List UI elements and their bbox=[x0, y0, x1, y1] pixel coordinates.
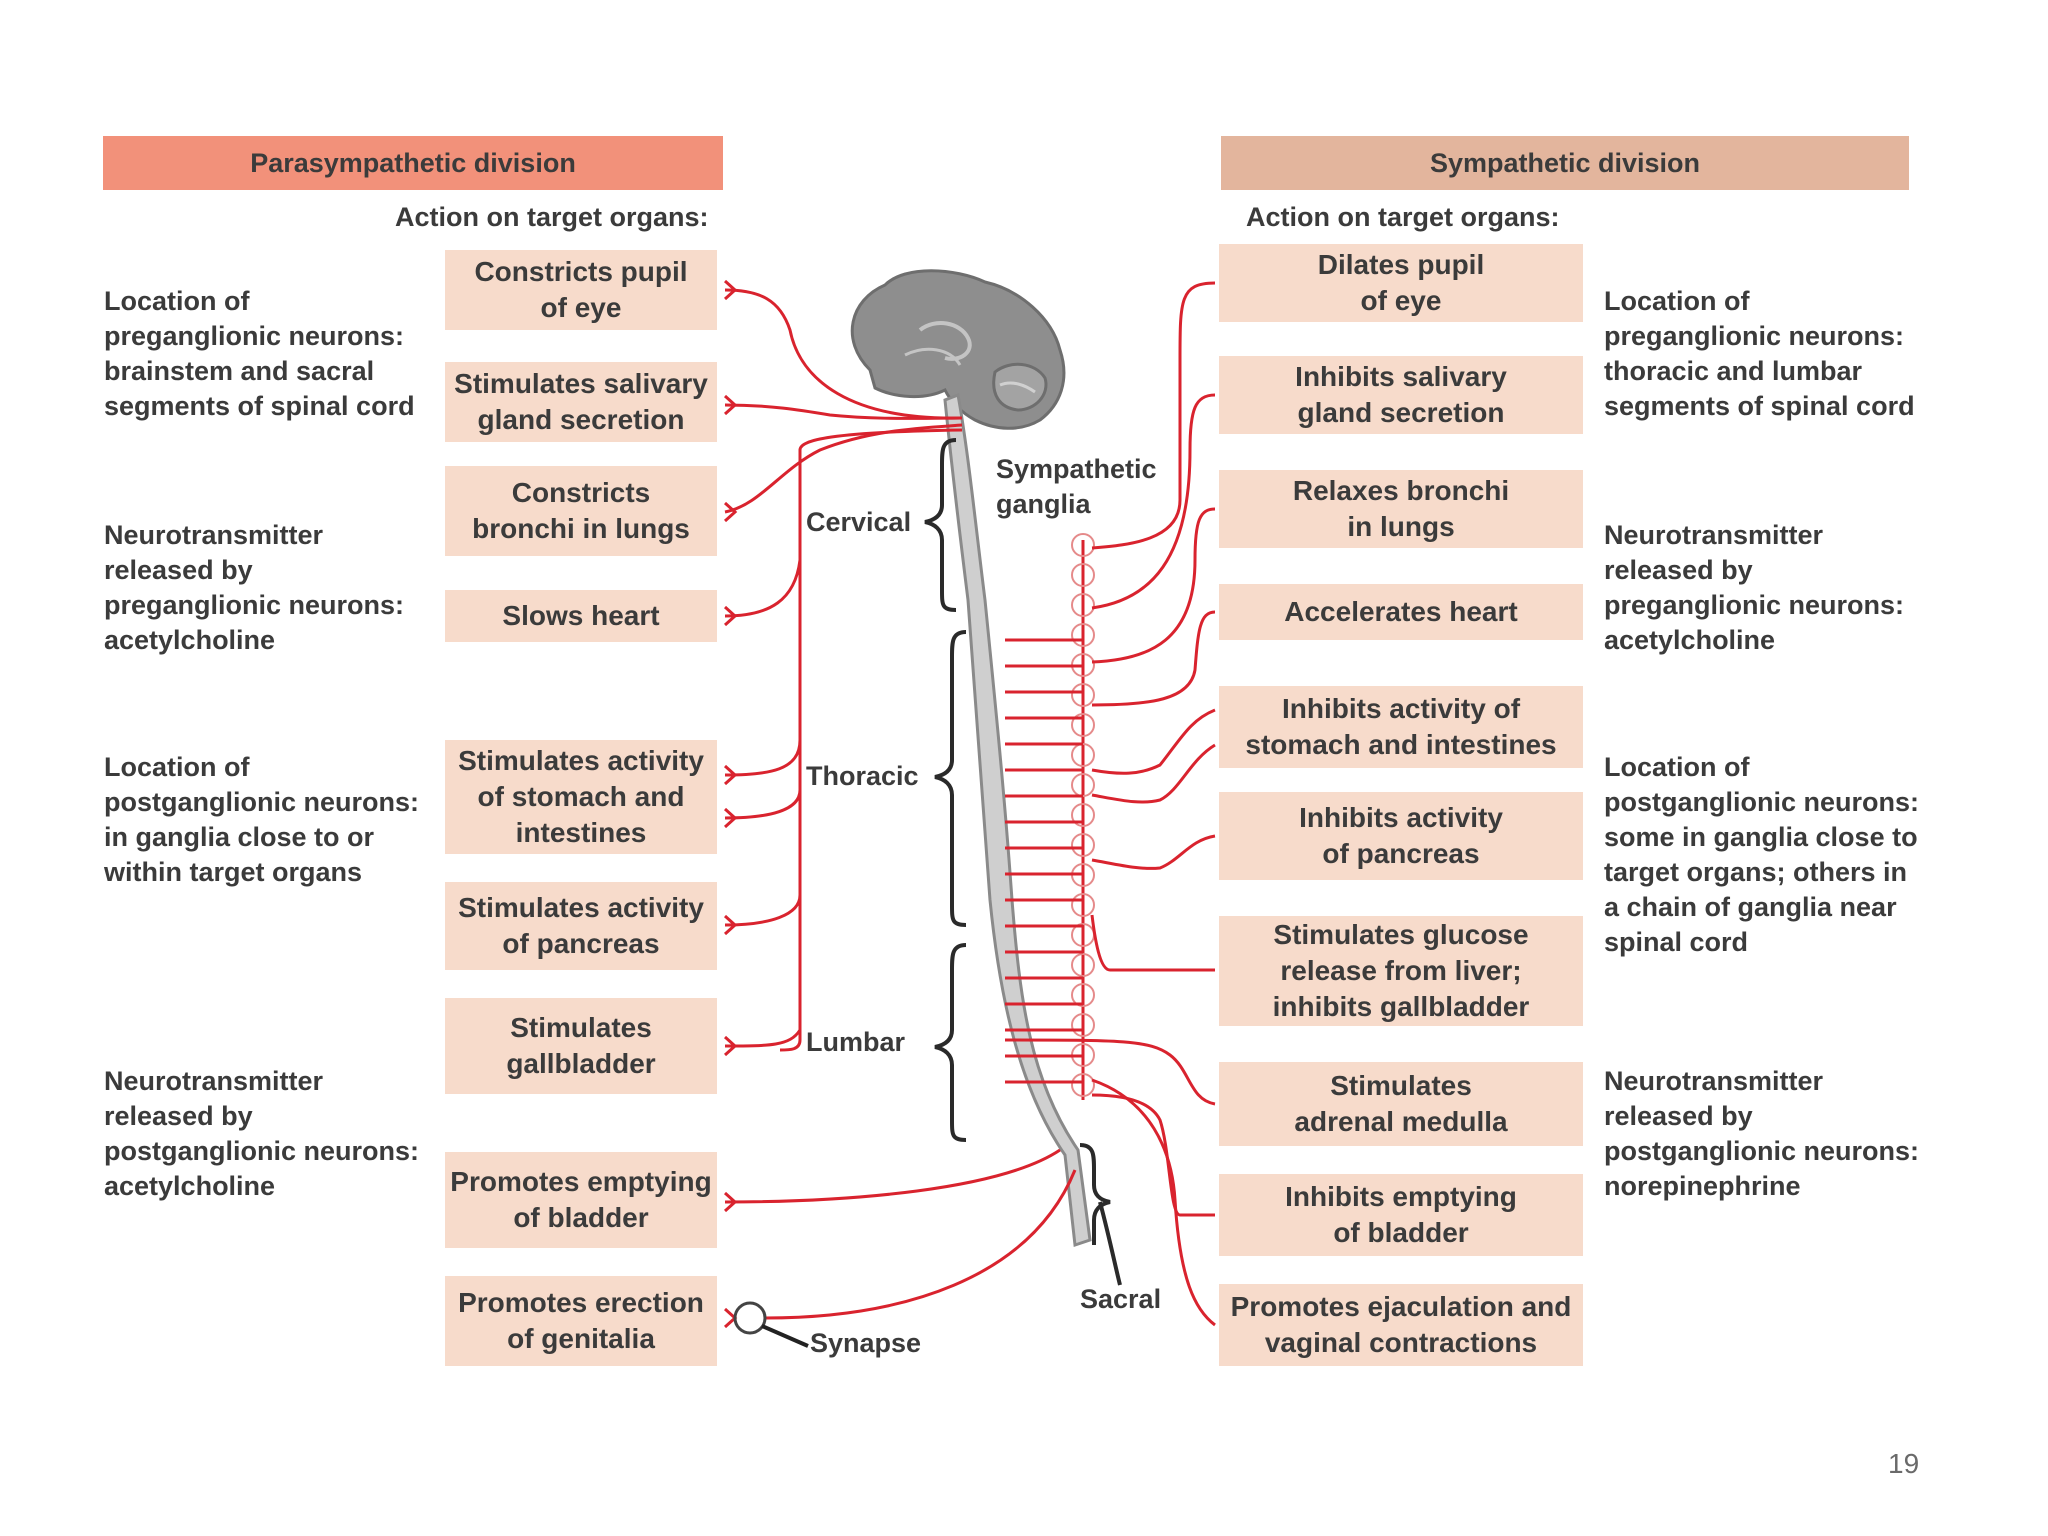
para-organ-heart: Slows heart bbox=[445, 590, 717, 642]
para-organ-stomach: Stimulates activity of stomach and intes… bbox=[445, 740, 717, 854]
para-nerve-stomach-2 bbox=[724, 789, 802, 820]
para-arrow-stomach-2 bbox=[723, 807, 738, 829]
symp-nerve-adrenal bbox=[1004, 1038, 1216, 1106]
ganglion bbox=[1071, 833, 1095, 857]
para-organ-lungs: Constricts bronchi in lungs bbox=[445, 466, 717, 556]
sympathetic-ganglia-chain bbox=[1071, 533, 1095, 1100]
nerve-pathways bbox=[723, 272, 1237, 1336]
ganglion bbox=[1071, 713, 1095, 737]
synapse-marker bbox=[733, 1301, 767, 1335]
synapse-pointer bbox=[761, 1324, 809, 1348]
cervical-brace bbox=[924, 438, 957, 612]
para-organ-eye: Constricts pupil of eye bbox=[445, 250, 717, 330]
symp-nerve-eye bbox=[1091, 281, 1216, 550]
para-nerve-genitalia bbox=[764, 1169, 1077, 1320]
para-nerve-stomach-1 bbox=[724, 739, 802, 777]
ganglion bbox=[1071, 593, 1095, 617]
para-vagus-trunk bbox=[779, 560, 802, 1052]
symp-organ-lungs: Relaxes bronchi in lungs bbox=[1219, 470, 1583, 548]
symp-organ-genitalia: Promotes ejaculation and vaginal contrac… bbox=[1219, 1284, 1583, 1366]
symp-organ-liver: Stimulates glucose release from liver; i… bbox=[1219, 916, 1583, 1026]
para-arrow-gallbladder bbox=[723, 1035, 738, 1057]
page-number: 19 bbox=[1888, 1448, 1920, 1479]
ganglion bbox=[1071, 1013, 1095, 1037]
sympathetic-ganglia-label: Sympathetic ganglia bbox=[996, 454, 1157, 519]
symp-info-postganglionic-transmitter: Neurotransmitter released by postganglio… bbox=[1604, 1066, 1919, 1201]
para-nerve-lungs bbox=[724, 423, 963, 514]
sacral-label: Sacral bbox=[1080, 1284, 1162, 1314]
para-info-preganglionic-location: Location of preganglionic neurons: brain… bbox=[104, 286, 415, 421]
symp-info-preganglionic-location: Location of preganglionic neurons: thora… bbox=[1604, 286, 1915, 421]
symp-organ-pancreas: Inhibits activity of pancreas bbox=[1219, 792, 1583, 880]
spinal-cord bbox=[943, 392, 1092, 1248]
para-arrow-eye bbox=[723, 279, 738, 301]
ganglion bbox=[1071, 533, 1095, 557]
para-organ-bladder: Promotes emptying of bladder bbox=[445, 1152, 717, 1248]
symp-nerve-heart bbox=[1091, 610, 1216, 707]
ganglion bbox=[1071, 563, 1095, 587]
para-arrow-lungs bbox=[723, 501, 738, 523]
sacral-brace bbox=[1079, 1143, 1111, 1245]
symp-organ-stomach: Inhibits activity of stomach and intesti… bbox=[1219, 686, 1583, 768]
symp-nerve-lungs bbox=[1091, 507, 1216, 664]
para-arrow-heart bbox=[723, 605, 738, 627]
symp-organ-heart: Accelerates heart bbox=[1219, 584, 1583, 640]
symp-info-preganglionic-transmitter: Neurotransmitter released by preganglion… bbox=[1604, 520, 1905, 655]
para-organ-pancreas: Stimulates activity of pancreas bbox=[445, 882, 717, 970]
para-arrow-salivary bbox=[723, 394, 738, 416]
para-organ-genitalia: Promotes erection of genitalia bbox=[445, 1276, 717, 1366]
brain-illustration bbox=[850, 269, 1066, 430]
para-arrow-pancreas bbox=[723, 914, 738, 936]
para-nerve-bladder bbox=[724, 1148, 1061, 1204]
sympathetic-header: Sympathetic division bbox=[1221, 136, 1909, 190]
para-nerve-gallbladder bbox=[724, 1029, 802, 1048]
ganglion bbox=[1071, 1073, 1095, 1097]
symp-nerve-pancreas bbox=[1091, 834, 1216, 870]
para-nerve-eye bbox=[724, 288, 961, 420]
synapse-label: Synapse bbox=[810, 1328, 922, 1358]
ganglion bbox=[1071, 953, 1095, 977]
para-nerve-salivary bbox=[724, 403, 963, 420]
lumbar-label: Lumbar bbox=[806, 1027, 906, 1057]
para-info-postganglionic-location: Location of postganglionic neurons: in g… bbox=[104, 752, 419, 887]
region-braces bbox=[924, 438, 1122, 1286]
symp-nerve-bladder bbox=[1091, 1093, 1215, 1217]
symp-info-postganglionic-location: Location of postganglionic neurons: some… bbox=[1604, 752, 1919, 957]
symp-nerve-stomach-1 bbox=[1091, 708, 1216, 775]
para-info-preganglionic-transmitter: Neurotransmitter released by preganglion… bbox=[104, 520, 405, 655]
para-nerve-heart bbox=[724, 428, 963, 618]
symp-organ-adrenal: Stimulates adrenal medulla bbox=[1219, 1062, 1583, 1146]
ganglion bbox=[1071, 983, 1095, 1007]
ganglion bbox=[1071, 683, 1095, 707]
symp-nerve-liver bbox=[1090, 914, 1215, 972]
symp-nerve-genitalia bbox=[1091, 1078, 1216, 1327]
ganglion bbox=[1071, 893, 1095, 917]
symp-nerve-stomach-2 bbox=[1091, 743, 1216, 804]
symp-organ-bladder: Inhibits emptying of bladder bbox=[1219, 1174, 1583, 1256]
para-action-heading: Action on target organs: bbox=[395, 202, 709, 232]
parasympathetic-header: Parasympathetic division bbox=[103, 136, 723, 190]
para-info-postganglionic-transmitter: Neurotransmitter released by postganglio… bbox=[104, 1066, 419, 1201]
symp-organ-salivary: Inhibits salivary gland secretion bbox=[1219, 356, 1583, 434]
ganglion bbox=[1071, 803, 1095, 827]
para-organ-salivary: Stimulates salivary gland secretion bbox=[445, 362, 717, 442]
cervical-label: Cervical bbox=[806, 507, 912, 537]
para-organ-gallbladder: Stimulates gallbladder bbox=[445, 998, 717, 1094]
ganglion bbox=[1071, 623, 1095, 647]
thoracic-brace bbox=[934, 630, 967, 927]
symp-organ-eye: Dilates pupil of eye bbox=[1219, 244, 1583, 322]
symp-action-heading: Action on target organs: bbox=[1246, 202, 1560, 232]
para-arrow-bladder bbox=[723, 1191, 738, 1213]
symp-nerve-salivary bbox=[1091, 393, 1216, 610]
thoracic-label: Thoracic bbox=[806, 761, 919, 791]
sacral-leader bbox=[1098, 1201, 1122, 1286]
para-arrow-stomach-1 bbox=[723, 764, 738, 786]
para-nerve-pancreas bbox=[724, 894, 802, 927]
lumbar-brace bbox=[934, 943, 967, 1142]
